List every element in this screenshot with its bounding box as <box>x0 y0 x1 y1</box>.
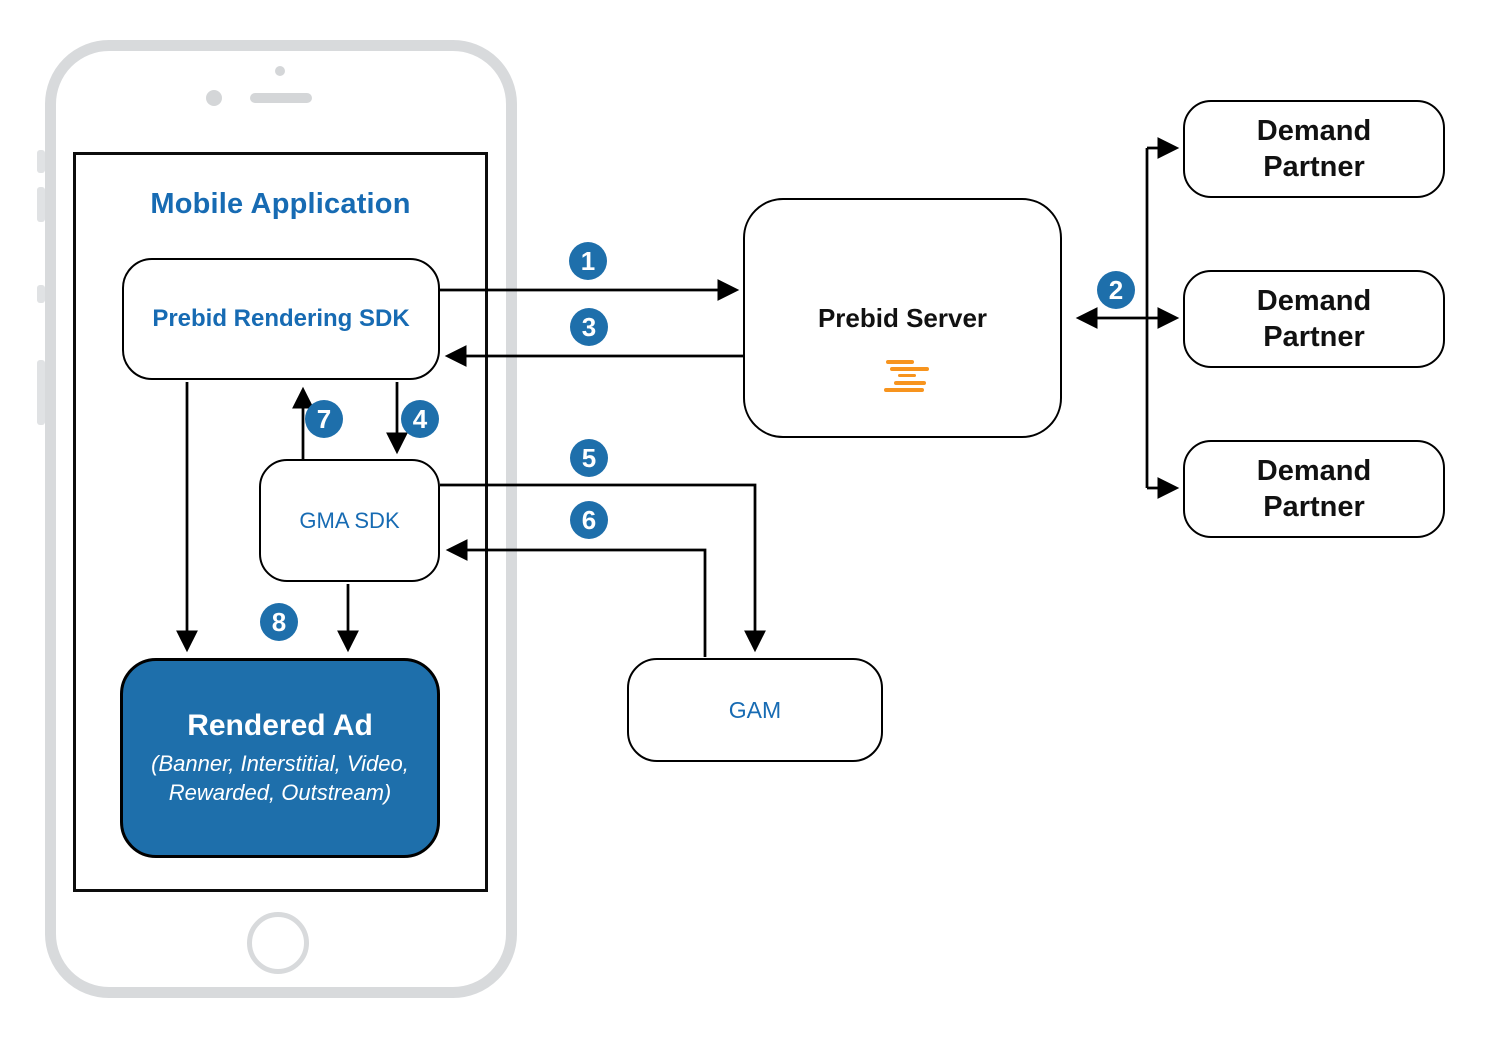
prebid-logo-bar <box>894 381 926 385</box>
demand-partner-label: Demand Partner <box>1256 455 1372 523</box>
prebid-logo-bar <box>898 373 916 377</box>
node-prebid-server: Prebid Server <box>743 198 1062 438</box>
rendered-ad-title: Rendered Ad <box>187 709 373 742</box>
node-rendered-ad: Rendered Ad (Banner, Interstitial, Video… <box>120 658 440 858</box>
node-prebid-rendering-sdk: Prebid Rendering SDK <box>122 258 440 380</box>
phone-side-button <box>37 187 45 222</box>
prebid-logo-icon <box>881 358 929 396</box>
gma-sdk-label: GMA SDK <box>299 507 400 533</box>
step-badge-7: 7 <box>305 400 343 438</box>
phone-side-button <box>37 360 45 425</box>
step-badge-6: 6 <box>570 501 608 539</box>
gam-label: GAM <box>728 696 782 723</box>
step-badge-3: 3 <box>570 308 608 346</box>
step-badge-4: 4 <box>401 400 439 438</box>
prebid-logo-bar <box>884 388 924 392</box>
prebid-rendering-sdk-label: Prebid Rendering SDK <box>152 305 410 332</box>
speaker-slot-icon <box>250 93 312 103</box>
phone-side-button <box>37 150 45 173</box>
node-gam: GAM <box>627 658 883 762</box>
camera-lens-icon <box>206 90 222 106</box>
node-demand-partner: Demand Partner <box>1183 440 1445 538</box>
node-gma-sdk: GMA SDK <box>259 459 440 582</box>
rendered-ad-subtitle: (Banner, Interstitial, Video, Rewarded, … <box>151 751 409 805</box>
step-badge-2: 2 <box>1097 271 1135 309</box>
node-demand-partner: Demand Partner <box>1183 100 1445 198</box>
home-button-icon <box>247 912 309 974</box>
step-badge-8: 8 <box>260 603 298 641</box>
mobile-application-title: Mobile Application <box>150 188 411 220</box>
node-demand-partner: Demand Partner <box>1183 270 1445 368</box>
prebid-logo-bar <box>890 367 929 371</box>
demand-partner-label: Demand Partner <box>1256 285 1372 353</box>
prebid-server-label: Prebid Server <box>817 303 988 333</box>
prebid-logo-bar <box>886 360 914 364</box>
camera-dot-icon <box>275 66 285 76</box>
phone-side-button <box>37 285 45 303</box>
step-badge-5: 5 <box>570 439 608 477</box>
demand-partner-label: Demand Partner <box>1256 115 1372 183</box>
step-badge-1: 1 <box>569 242 607 280</box>
